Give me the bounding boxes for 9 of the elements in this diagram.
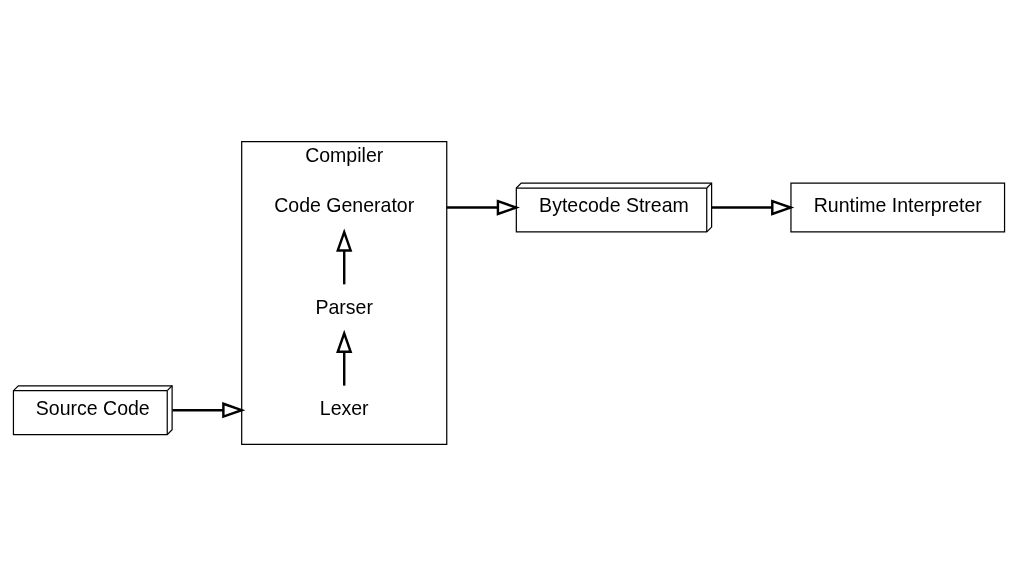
arrow [172,402,246,419]
arrow [446,199,520,216]
node-text: Lexer [319,396,369,419]
node-box: Runtime Interpreter [790,182,1006,233]
node-text: Parser [315,295,373,318]
arrow [336,228,353,285]
arrow [336,329,353,386]
node-text: Code Generator [274,194,415,217]
arrow [711,199,795,216]
